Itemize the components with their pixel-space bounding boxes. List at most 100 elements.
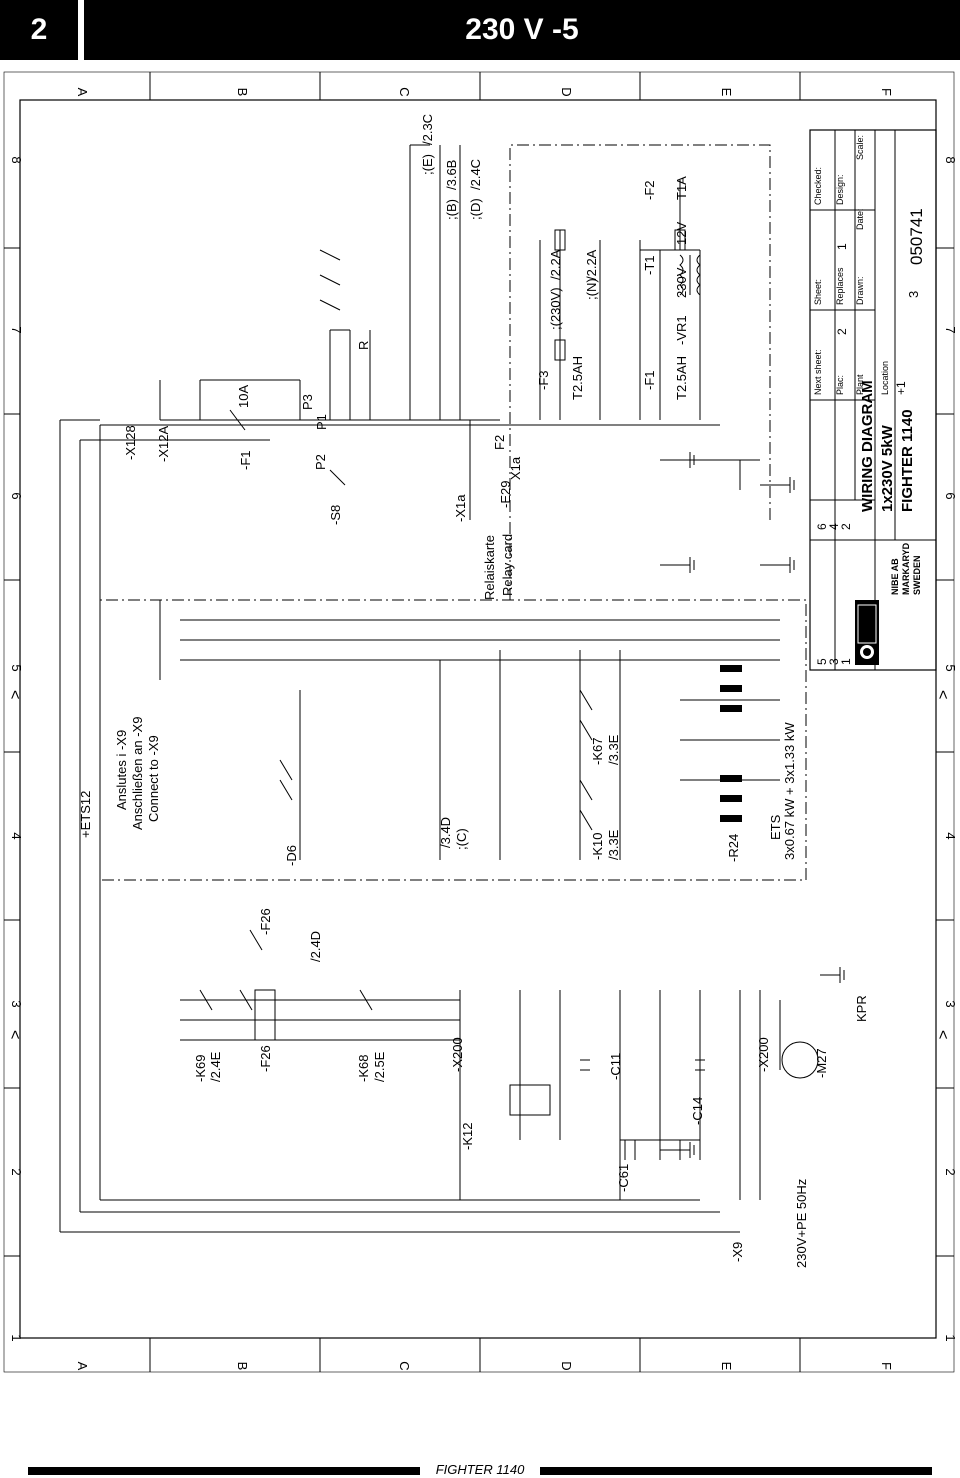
row-f: F — [879, 88, 894, 96]
svg-text:6: 6 — [815, 523, 829, 530]
row-b: B — [235, 88, 250, 97]
note-relay-en: Relay card — [500, 534, 515, 596]
e29-label: -E29 — [498, 481, 513, 508]
f1-rating: 10A — [236, 385, 251, 408]
row-e-b: E — [719, 1362, 734, 1371]
next-sheet-value: 2 — [835, 328, 849, 335]
plac-label: Plac: — [835, 375, 845, 395]
note-connect-en: Connect to -X9 — [146, 735, 161, 822]
svg-text:<: < — [934, 1030, 951, 1039]
ets-label: ETS — [768, 814, 783, 840]
row-letters-top: A B C D E F — [75, 87, 894, 96]
col-4-l: 4 — [9, 832, 24, 839]
col-2-l: 2 — [9, 1168, 24, 1175]
row-f-b: F — [879, 1362, 894, 1370]
ground-symbols — [660, 452, 845, 1158]
title-block: WIRING DIAGRAM 1x230V 5kW FIGHTER 1140 N… — [809, 129, 937, 671]
k67-label: -K67 — [590, 738, 605, 765]
note-connect-sv: Anslutes i -X9 — [114, 730, 129, 810]
scale-label: Scale: — [855, 135, 865, 160]
t1-in: 230V — [674, 267, 689, 298]
x1a-b-label: X1a — [508, 456, 523, 480]
ref-n: /2.2A — [584, 249, 599, 280]
sheet-value: 1 — [835, 243, 849, 250]
ref-1: /2.3C — [420, 114, 435, 145]
ref-c-tag: ;(C) — [454, 828, 469, 850]
note-relay-sv: Relaiskarte — [482, 535, 497, 600]
col-7-l: 7 — [9, 326, 24, 333]
col-7-r: 7 — [943, 326, 958, 333]
date-label: Date: — [855, 208, 865, 230]
k69-label: -K69 — [193, 1055, 208, 1082]
x200-label: -X200 — [450, 1037, 465, 1072]
k68-ref: /2.5E — [372, 1051, 387, 1082]
wires — [59, 144, 781, 1233]
c11-label: -C11 — [608, 1053, 623, 1080]
footer-label: FIGHTER 1140 — [435, 1462, 525, 1477]
svg-text:1: 1 — [839, 658, 853, 665]
title-block-text: WIRING DIAGRAM 1x230V 5kW FIGHTER 1140 N… — [859, 380, 922, 595]
title-block-fields: Next sheet: 2 Sheet: 1 Checked: Plac: Re… — [813, 135, 926, 395]
revision-column: 5 3 1 6 4 2 — [815, 523, 853, 665]
replaces-label: Replaces — [835, 267, 845, 305]
svg-text:<: < — [934, 690, 951, 699]
r-label: R — [356, 341, 371, 350]
ets12-label: +ETS12 — [78, 791, 93, 838]
col-3-r: 3 — [943, 1000, 958, 1007]
drawing-frame — [19, 99, 937, 1339]
row-a: A — [75, 88, 90, 97]
ref-230: /2.2A — [548, 249, 563, 280]
drawing-type: WIRING DIAGRAM — [859, 380, 876, 512]
col-6-r: 6 — [943, 492, 958, 499]
fuses — [554, 229, 686, 361]
city: MARKARYD — [901, 542, 911, 595]
component-labels: +ETS12 Anslutes i -X9 Anschließen an -X9… — [78, 114, 869, 1268]
ref-c: /3.4D — [438, 817, 453, 848]
next-sheet-label: Next sheet: — [813, 349, 823, 395]
row-d-b: D — [559, 1361, 574, 1370]
country: SWEDEN — [912, 555, 922, 595]
page-title: 230 V -5 — [465, 13, 579, 46]
relay-coils — [254, 989, 819, 1160]
col-8-r: 8 — [943, 156, 958, 163]
f26-label: -F26 — [258, 908, 273, 935]
ref-2: /3.6B — [444, 160, 459, 190]
x128-label: -X128 — [123, 425, 138, 460]
f1b-rating: T2.5AH — [674, 356, 689, 400]
f26-b-label: -F26 — [258, 1045, 273, 1072]
nibe-logo — [857, 604, 877, 659]
svg-text:<: < — [6, 1030, 23, 1039]
p3-label: P3 — [300, 394, 315, 410]
ref-1-tag: ;(E) — [420, 154, 435, 175]
c61-label: -C61 — [616, 1164, 631, 1192]
t1-label: -T1 — [642, 256, 657, 276]
plant-label: Plant — [855, 374, 865, 395]
col-5-l: 5 — [9, 664, 24, 671]
p1-label: P1 — [314, 414, 329, 430]
wiring-diagram: A B C D E F A B C D E F 1 2 3 4 5 6 7 8 … — [3, 71, 958, 1373]
svg-text:3: 3 — [827, 658, 841, 665]
page-footer: FIGHTER 1140 — [0, 1462, 960, 1478]
arrow-marks: < < < < — [6, 690, 951, 1039]
k67-ref: /3.3E — [606, 734, 621, 765]
footer-bar-left — [28, 1467, 420, 1475]
heater-elements — [720, 665, 742, 822]
column-numbers: 1 2 3 4 5 6 7 8 1 2 3 4 5 6 7 8 — [9, 156, 958, 1341]
row-c-b: C — [397, 1361, 412, 1370]
col-3-l: 3 — [9, 1000, 24, 1007]
row-d: D — [559, 87, 574, 96]
power-label: 3x0.67 kW + 3x1.33 kW — [782, 722, 797, 860]
page-header: 2 230 V -5 — [0, 0, 960, 60]
drawn-label: Drawn: — [855, 276, 865, 305]
c14-label: -C14 — [690, 1097, 705, 1125]
k12-label: -K12 — [460, 1123, 475, 1150]
ref-2-tag: ;(B) — [444, 199, 459, 220]
f1-main-label: -F1 — [238, 451, 253, 471]
sheet-label: Sheet: — [813, 279, 823, 305]
t1-out: 12V — [674, 222, 689, 245]
design-label: Design: — [835, 174, 845, 205]
transformer — [679, 254, 701, 296]
x1a-label: -X1a — [453, 494, 468, 522]
checked-label: Checked: — [813, 167, 823, 205]
k10-ref: /3.3E — [606, 829, 621, 860]
